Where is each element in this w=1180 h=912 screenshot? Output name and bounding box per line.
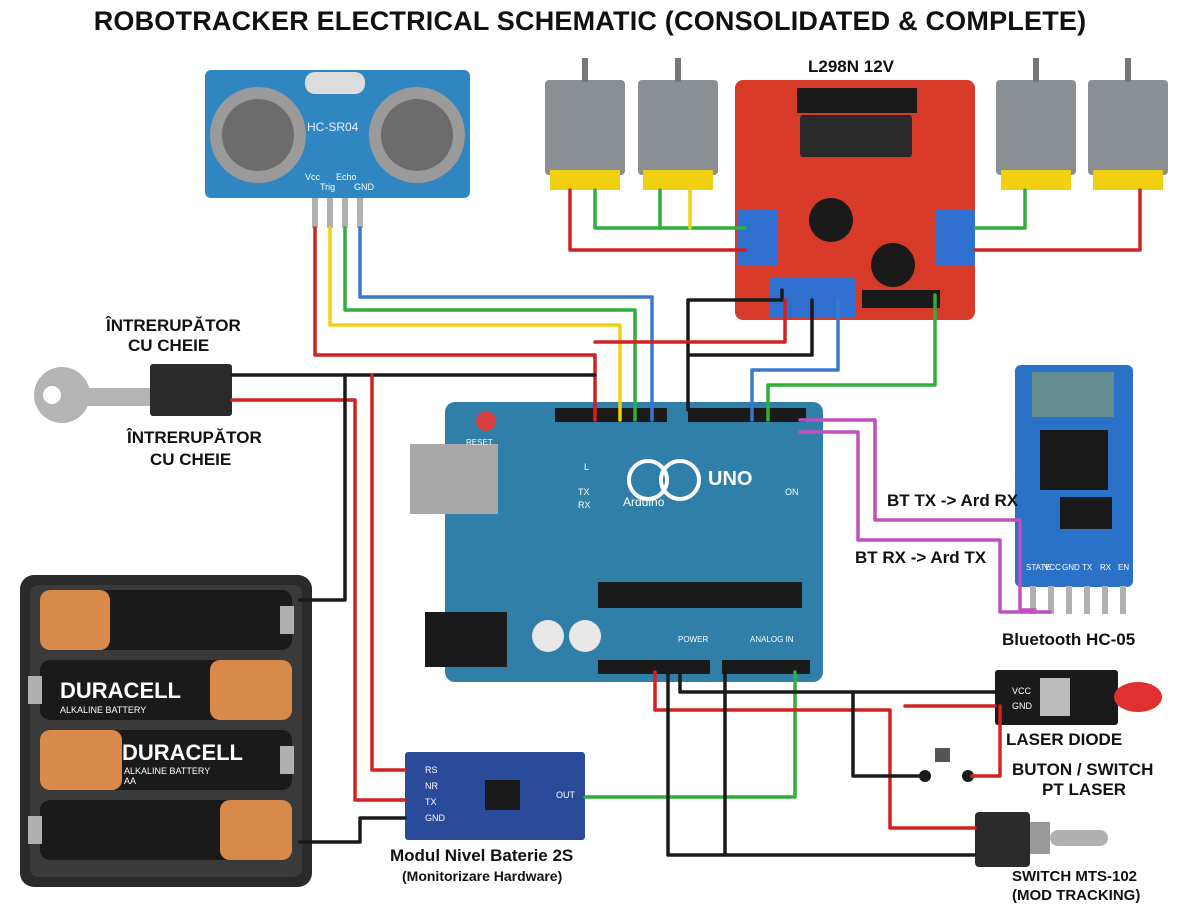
hc05-pin-gnd: GND [1062, 563, 1080, 572]
battery-module-pin-rs: RS [425, 765, 438, 775]
button-label-2: PT LASER [1042, 780, 1127, 799]
hc05-pin-tx: TX [1082, 563, 1093, 572]
arduino-logo-text: Arduino [623, 495, 665, 509]
bluetooth-label: Bluetooth HC-05 [1002, 630, 1136, 649]
battery-pack [20, 575, 312, 887]
hc-sr04-pin-gnd: GND [354, 182, 374, 192]
battery-module-label-2: (Monitorizare Hardware) [402, 868, 563, 884]
laser-diode-label: LASER DIODE [1006, 730, 1123, 749]
hc-sr04-name: HC-SR04 [307, 120, 359, 134]
battery-module-pin-tx: TX [425, 797, 437, 807]
motor-3 [996, 58, 1076, 190]
motor-4 [1088, 58, 1168, 190]
laser-button [919, 748, 974, 782]
arduino-tx-led: TX [578, 487, 590, 497]
page-title: ROBOTRACKER ELECTRICAL SCHEMATIC (CONSOL… [93, 6, 1087, 36]
button-label-1: BUTON / SWITCH [1012, 760, 1154, 779]
arduino-power-label: POWER [678, 635, 709, 644]
arduino-rx-led: RX [578, 500, 591, 510]
motor-1 [545, 58, 625, 190]
hc-sr04-pin-trig: Trig [320, 182, 336, 192]
battery-cell-3 [40, 730, 294, 790]
arduino-model: UNO [708, 468, 753, 490]
l298n-board [735, 80, 975, 320]
arduino-uno-board [410, 402, 823, 682]
hc-sr04-sensor [205, 70, 470, 228]
hc05-module [1015, 365, 1133, 614]
battery-cell-4 [28, 800, 292, 860]
battery-cell-2 [28, 660, 292, 720]
battery-size-3: AA [124, 776, 137, 786]
laser-module [995, 670, 1162, 725]
arduino-analog-label: ANALOG IN [750, 635, 794, 644]
hc05-pin-rx: RX [1100, 563, 1112, 572]
wires [230, 188, 1142, 857]
laser-pin-gnd: GND [1012, 701, 1032, 711]
battery-module-out: OUT [556, 790, 575, 800]
battery-module-pin-gnd: GND [425, 813, 445, 823]
hc-sr04-pin-echo: Echo [336, 172, 357, 182]
battery-brand-3: DURACELL [122, 740, 243, 765]
battery-module-pin-nr: NR [425, 781, 438, 791]
arduino-on-led: ON [785, 487, 799, 497]
switch-mts-label-1: SWITCH MTS-102 [1012, 868, 1138, 885]
key-switch-top-label-2: CU CHEIE [128, 336, 210, 355]
hc05-pin-en: EN [1118, 563, 1130, 572]
laser-pin-vcc: VCC [1012, 686, 1032, 696]
hc-sr04-pin-vcc: Vcc [305, 172, 321, 182]
battery-level-module [405, 752, 585, 840]
hc05-pin-state: STATE [1026, 563, 1051, 572]
bt-tx-label: BT TX -> Ard RX [887, 491, 1019, 510]
battery-brand-2: DURACELL [60, 678, 181, 703]
battery-subtitle-3: ALKALINE BATTERY [124, 766, 211, 776]
arduino-l-led: L [584, 462, 590, 472]
switch-mts-label-2: (MOD TRACKING) [1012, 887, 1141, 904]
battery-cell-1 [40, 590, 294, 650]
battery-subtitle-2: ALKALINE BATTERY [60, 705, 147, 715]
key-switch [34, 364, 232, 423]
hc05-pin-vcc: VCC [1044, 563, 1061, 572]
battery-module-label-1: Modul Nivel Baterie 2S [390, 846, 574, 865]
arduino-reset-label: RESET [466, 438, 493, 447]
mts-102-switch [975, 812, 1108, 867]
key-switch-top-label-1: ÎNTRERUPĂTOR [106, 316, 241, 335]
motor-2 [638, 58, 718, 190]
l298n-label: L298N 12V [808, 57, 894, 76]
key-switch-bottom-label-2: CU CHEIE [150, 450, 232, 469]
bt-rx-label: BT RX -> Ard TX [855, 548, 987, 567]
key-switch-bottom-label-1: ÎNTRERUPĂTOR [127, 428, 262, 447]
